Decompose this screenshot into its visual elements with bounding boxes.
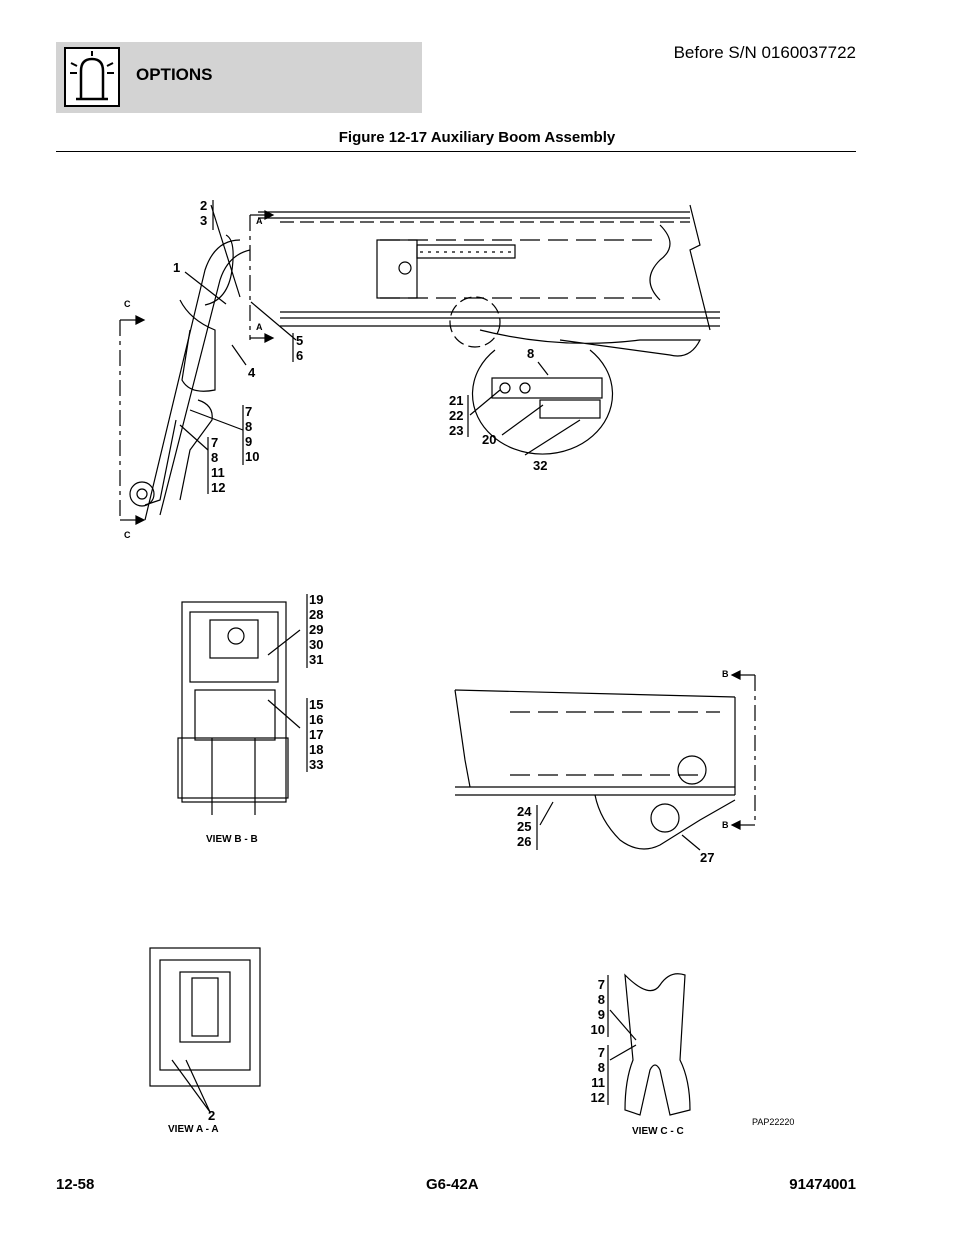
section-marker-c-bottom: C (124, 530, 131, 540)
callout-item: 18 (309, 742, 324, 757)
callout-item: 21 (449, 393, 464, 408)
callout-4: 4 (248, 365, 256, 380)
callout-item: 7 (245, 404, 253, 419)
callout-item: 8 (211, 450, 219, 465)
callout-item: 10 (590, 1022, 605, 1037)
callout-item: 2 (200, 198, 208, 213)
callout-item: 17 (309, 727, 324, 742)
callout-21-23: 21 22 23 (449, 393, 463, 438)
page-number: 12-58 (56, 1176, 95, 1193)
callout-24-26: 24 25 26 (517, 804, 531, 849)
view-b-b-label: VIEW B - B (206, 834, 258, 845)
callout-item: 10 (245, 449, 260, 464)
callout-item: 16 (309, 712, 324, 727)
callout-item: 15 (309, 697, 324, 712)
model-number: G6-42A (426, 1176, 479, 1193)
callout-item: 29 (309, 622, 324, 637)
callout-item: 19 (309, 592, 324, 607)
callout-item: 3 (200, 213, 208, 228)
callout-8: 8 (527, 346, 535, 361)
callout-item: 33 (309, 757, 324, 772)
section-marker-b-top: B (722, 669, 729, 679)
callout-item: 8 (245, 419, 253, 434)
section-marker-b-bottom: B (722, 820, 729, 830)
callout-1: 1 (173, 260, 181, 275)
section-marker-a-bottom: A (256, 322, 263, 332)
callout-19-31: 19 28 29 30 31 (309, 592, 323, 667)
callout-item: 12 (590, 1090, 605, 1105)
callout-item: 30 (309, 637, 324, 652)
callout-item: 8 (597, 1060, 605, 1075)
callout-item: 8 (597, 992, 605, 1007)
callout-item: 26 (517, 834, 532, 849)
view-c-c-label: VIEW C - C (632, 1126, 684, 1137)
callout-item: 9 (597, 1007, 605, 1022)
options-light-icon (64, 47, 120, 107)
callout-item: 7 (597, 977, 605, 992)
section-marker-c-top: C (124, 299, 131, 309)
document-number: 91474001 (789, 1176, 856, 1193)
view-c-callouts-upper: 7 8 9 10 (587, 977, 605, 1037)
view-c-callouts-lower: 7 8 11 12 (577, 1045, 605, 1105)
callout-item: 23 (449, 423, 464, 438)
drawing-id: PAP22220 (752, 1117, 795, 1127)
callout-item: 28 (309, 607, 324, 622)
section-marker-a-top: A (256, 216, 263, 226)
callout-item: 7 (211, 435, 219, 450)
callout-20: 20 (482, 432, 497, 447)
serial-number-note: Before S/N 0160037722 (673, 43, 856, 62)
callout-item: 5 (296, 333, 304, 348)
callout-item: 24 (517, 804, 532, 819)
callout-item: 11 (591, 1075, 605, 1090)
callout-27: 27 (700, 850, 715, 865)
callout-7-10: 7 8 9 10 (245, 404, 259, 464)
view-a-a-label: VIEW A - A (168, 1124, 219, 1135)
callout-2-view-a: 2 (208, 1108, 216, 1123)
callout-item: 31 (309, 652, 324, 667)
callout-item: 22 (449, 408, 464, 423)
callout-item: 25 (517, 819, 532, 834)
callout-15-33: 15 16 17 18 33 (309, 697, 323, 772)
callout-item: 6 (296, 348, 304, 363)
title-divider (56, 151, 856, 152)
callout-item: 7 (597, 1045, 605, 1060)
callout-7-12: 7 8 11 12 (211, 435, 225, 495)
callout-32: 32 (533, 458, 548, 473)
callout-5-6: 5 6 (296, 333, 303, 363)
callout-2-3: 2 3 (200, 198, 207, 228)
figure-title: Figure 12-17 Auxiliary Boom Assembly (338, 129, 616, 146)
callout-item: 11 (211, 465, 225, 480)
callout-item: 12 (211, 480, 226, 495)
callout-item: 9 (245, 434, 253, 449)
section-title: OPTIONS (136, 65, 213, 84)
